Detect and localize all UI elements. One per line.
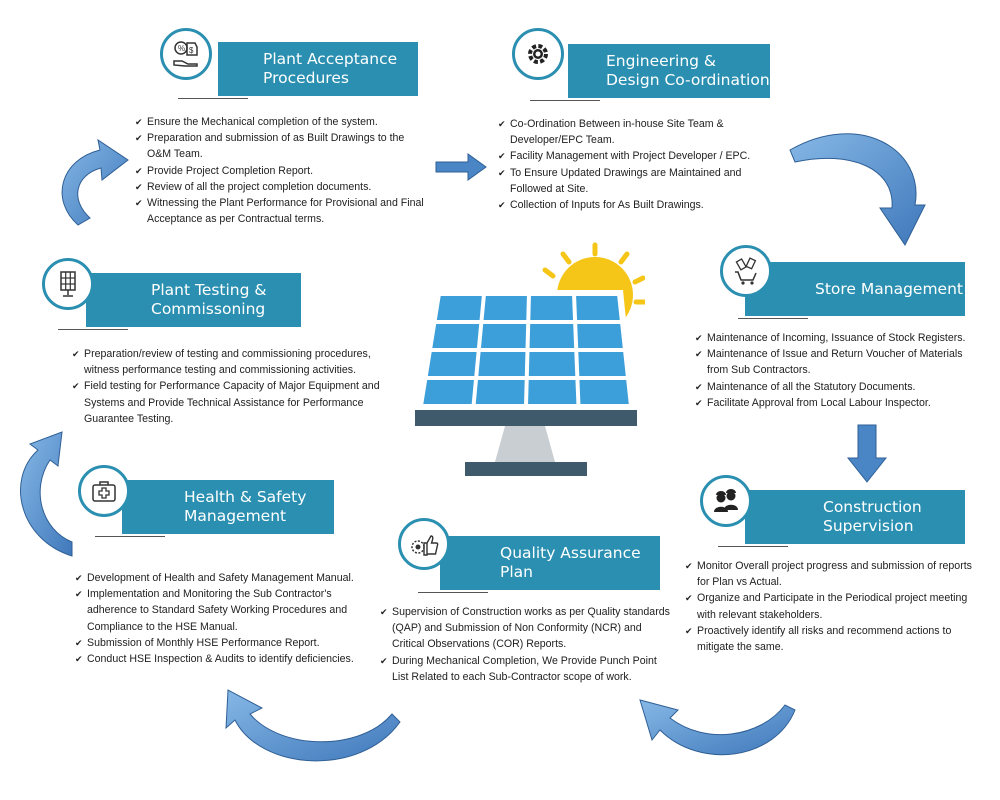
list-item: Facility Management with Project Develop… [498,148,770,164]
panel-cell [579,380,629,404]
first-aid-kit-icon [78,465,130,517]
panel-cell [478,352,526,376]
list-item: Preparation and submission of as Built D… [135,130,430,162]
list-store: Maintenance of Incoming, Issuance of Sto… [695,330,985,411]
banner-plant-acceptance: Plant Acceptance Procedures [218,42,418,96]
banner-engineering: Engineering & Design Co-ordination [568,44,770,98]
title-store: Store Management [815,279,963,298]
panel-cells [423,296,629,404]
panel-cell [576,296,620,320]
panel-cell [528,380,577,404]
title-testing: Plant Testing & Commissoning [151,281,267,318]
list-item: Conduct HSE Inspection & Audits to ident… [75,651,380,667]
list-item: Submission of Monthly HSE Performance Re… [75,635,380,651]
banner-health: Health & Safety Management [122,480,334,534]
banner-store: Store Management [745,262,965,316]
list-plant-acceptance: Ensure the Mechanical completion of the … [135,114,430,227]
list-quality: Supervision of Construction works as per… [380,604,675,685]
title-plant-acceptance: Plant Acceptance Procedures [263,50,398,87]
panel-cell [432,324,480,348]
panel-cell [480,324,527,348]
panel-cell [529,324,575,348]
list-item: During Mechanical Completion, We Provide… [380,653,675,685]
money-hand-icon: %$ [160,28,212,80]
solar-panel-icon [42,258,94,310]
panel-cell [530,296,574,320]
banner-quality: Quality Assurance Plan [440,536,660,590]
list-construction: Monitor Overall project progress and sub… [685,558,975,655]
list-testing: Preparation/review of testing and commis… [72,346,387,427]
arrow-down [846,424,888,483]
list-item: Maintenance of Incoming, Issuance of Sto… [695,330,985,346]
panel-cell [423,380,474,404]
arrow-curve-top-right [789,133,926,246]
cart-icon [720,245,772,297]
list-item: To Ensure Updated Drawings are Maintaine… [498,165,770,197]
list-item: Witnessing the Plant Performance for Pro… [135,195,430,227]
solar-panel-illustration [415,242,645,476]
arrow-curve-left [20,431,73,557]
arrow-right [435,153,487,181]
panel-cell [528,352,576,376]
list-item: Field testing for Performance Capacity o… [72,378,387,427]
list-item: Collection of Inputs for As Built Drawin… [498,197,770,213]
svg-text:$: $ [189,46,194,55]
list-item: Provide Project Completion Report. [135,163,430,179]
list-item: Maintenance of Issue and Return Voucher … [695,346,985,378]
banner-testing: Plant Testing & Commissoning [86,273,301,327]
title-quality: Quality Assurance Plan [500,544,641,581]
list-item: Supervision of Construction works as per… [380,604,675,653]
workers-icon [700,475,752,527]
list-item: Proactively identify all risks and recom… [685,623,975,655]
panel-cell [427,352,477,376]
list-item: Facilitate Approval from Local Labour In… [695,395,985,411]
list-engineering: Co-Ordination Between in-house Site Team… [498,116,770,213]
arrow-curve-top-left [61,138,129,226]
gear-icon [512,28,564,80]
title-construction: Construction Supervision [823,498,922,535]
arrow-curve-bottom-right [639,699,796,756]
thumbs-up-badge-icon [398,518,450,570]
panel-cell [483,296,527,320]
arrow-curve-bottom-left [225,689,401,762]
title-engineering: Engineering & Design Co-ordination [606,52,770,89]
list-item: Development of Health and Safety Managem… [75,570,380,586]
title-health: Health & Safety Management [184,488,307,525]
panel-cell [577,324,623,348]
svg-text:%: % [178,44,185,53]
banner-construction: Construction Supervision [745,490,965,544]
list-item: Ensure the Mechanical completion of the … [135,114,430,130]
list-item: Review of all the project completion doc… [135,179,430,195]
list-item: Monitor Overall project progress and sub… [685,558,975,590]
list-item: Implementation and Monitoring the Sub Co… [75,586,380,635]
list-item: Maintenance of all the Statutory Documen… [695,379,985,395]
list-item: Preparation/review of testing and commis… [72,346,387,378]
panel-cell [436,296,482,320]
list-item: Co-Ordination Between in-house Site Team… [498,116,770,148]
panel-cell [475,380,525,404]
list-health: Development of Health and Safety Managem… [75,570,380,667]
list-item: Organize and Participate in the Periodic… [685,590,975,622]
panel-cell [578,352,626,376]
